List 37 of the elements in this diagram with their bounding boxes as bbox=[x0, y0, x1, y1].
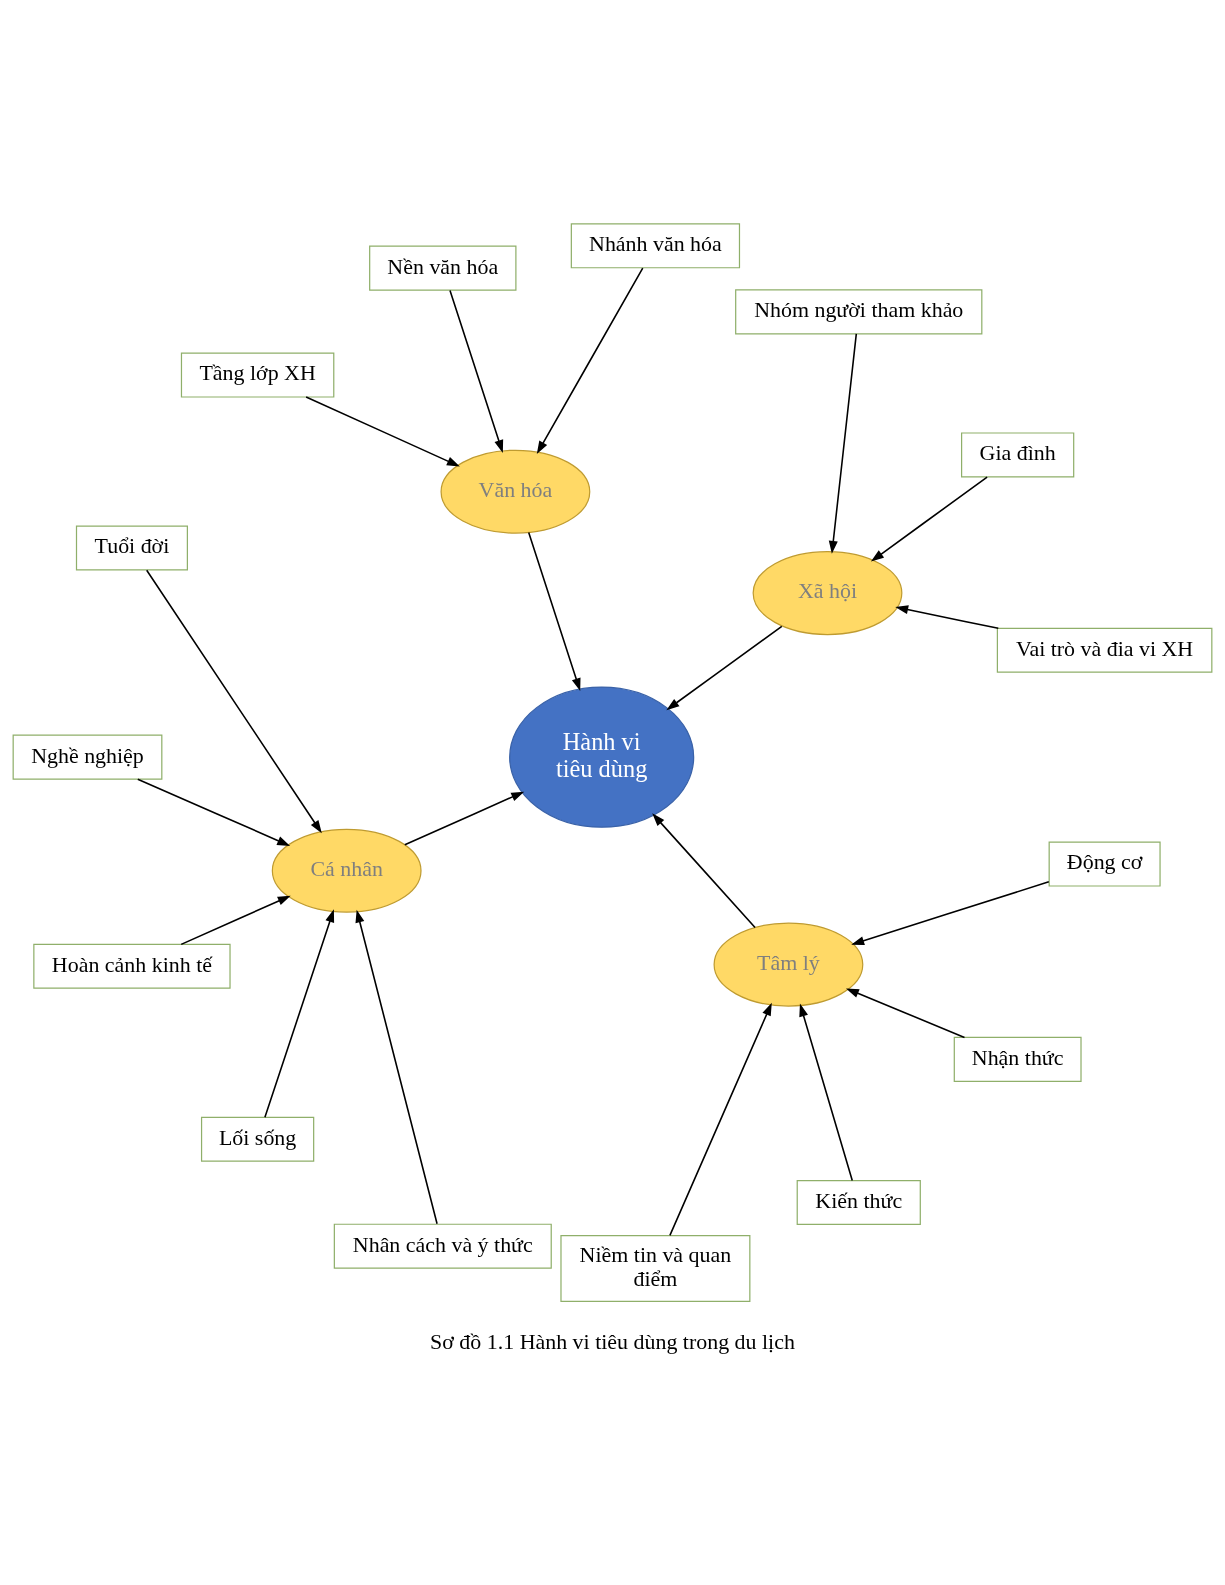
node-box: Nghề nghiệp bbox=[12, 734, 163, 780]
node-box: Lối sống bbox=[200, 1116, 315, 1162]
node-box: Hoàn cảnh kinh tế bbox=[33, 943, 231, 989]
arrow bbox=[404, 791, 525, 846]
arrow bbox=[449, 289, 504, 453]
arrow bbox=[264, 909, 335, 1119]
node-box: Kiến thức bbox=[796, 1179, 921, 1225]
node-box: Gia đình bbox=[961, 432, 1075, 478]
arrow bbox=[180, 895, 291, 946]
node-box: Nhóm người tham khảo bbox=[735, 289, 983, 335]
node-box: Nền văn hóa bbox=[369, 245, 517, 291]
arrow bbox=[536, 267, 644, 455]
arrow bbox=[669, 1002, 772, 1237]
arrow bbox=[355, 909, 438, 1225]
node-box: Nhánh văn hóa bbox=[570, 223, 741, 269]
arrow bbox=[145, 569, 322, 834]
arrow bbox=[845, 988, 966, 1039]
arrow bbox=[870, 476, 988, 562]
node-box: Vai trò và đia vi XH bbox=[996, 627, 1213, 673]
node-box: Động cơ bbox=[1048, 841, 1161, 887]
node-box: Niềm tin và quan điểm bbox=[560, 1235, 751, 1303]
node-ellipse: Cá nhân bbox=[271, 828, 422, 913]
node-box: Tầng lớp XH bbox=[180, 352, 335, 398]
arrow bbox=[652, 813, 756, 929]
caption: Sơ đồ 1.1 Hành vi tiêu dùng trong du lịch bbox=[430, 1329, 795, 1355]
node-ellipse: Văn hóa bbox=[440, 449, 591, 534]
arrow bbox=[799, 1003, 854, 1182]
arrow bbox=[851, 881, 1050, 946]
arrow bbox=[895, 605, 1000, 630]
node-box: Tuổi đời bbox=[75, 525, 188, 571]
arrow bbox=[305, 396, 460, 467]
node-box: Nhận thức bbox=[953, 1036, 1082, 1082]
arrow bbox=[666, 625, 783, 711]
arrow bbox=[137, 778, 291, 846]
arrow bbox=[527, 531, 581, 692]
arrow bbox=[828, 333, 858, 554]
node-box: Nhân cách và ý thức bbox=[333, 1223, 552, 1269]
